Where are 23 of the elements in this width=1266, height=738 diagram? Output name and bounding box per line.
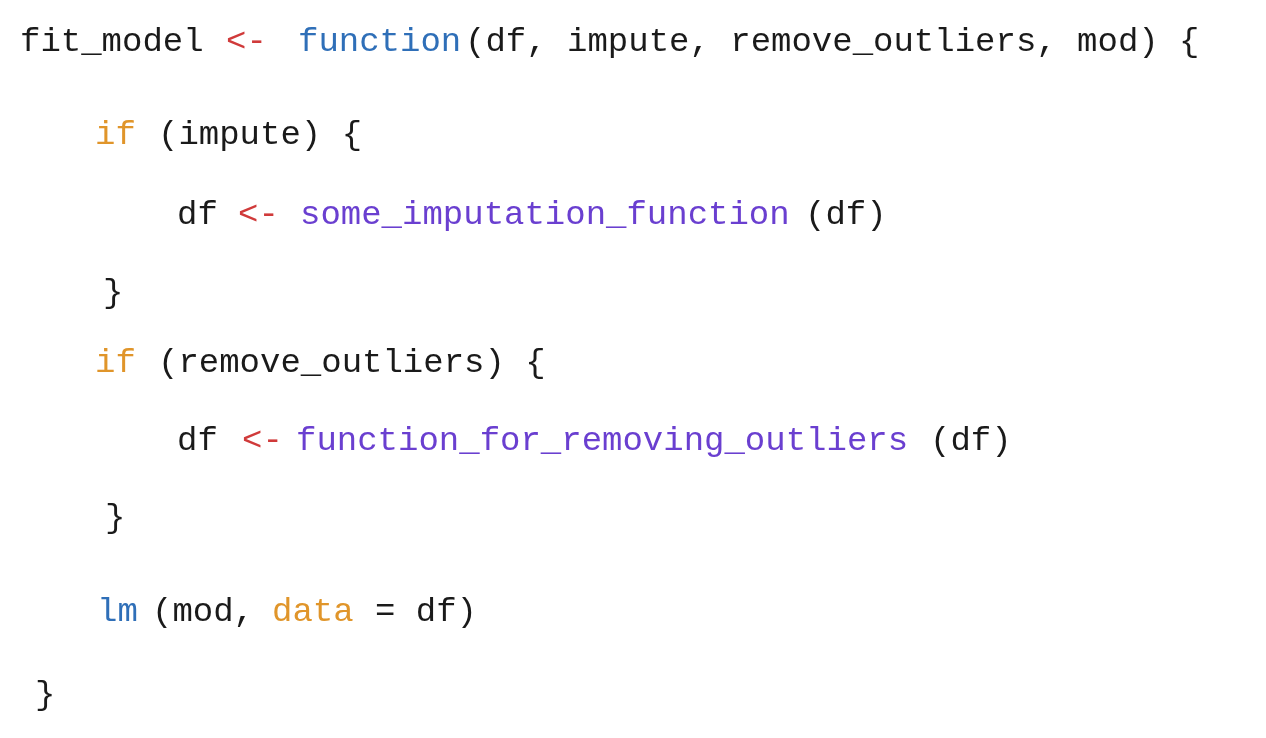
code-text: (df) [805,195,887,235]
code-text: } [103,273,124,313]
code-text: <- [226,22,267,62]
code-text: df [177,195,218,235]
code-text: function_for_removing_outliers [296,421,909,461]
code-text: data [272,592,354,632]
code-text: some_imputation_function [300,195,790,235]
code-text: (mod, [152,592,255,632]
code-text: } [105,498,126,538]
code-text: df [177,421,218,461]
code-text: = df) [375,592,478,632]
code-text: fit_model [20,22,204,62]
code-text: } [35,675,56,715]
code-text: (impute) { [158,115,363,155]
code-text: (df, impute, remove_outliers, mod) { [465,22,1200,62]
code-text: lm [97,592,138,632]
code-text: if [95,343,136,383]
code-text: (df) [930,421,1012,461]
code-text: <- [238,195,279,235]
code-text: (remove_outliers) { [158,343,546,383]
code-text: if [95,115,136,155]
code-text: <- [242,421,283,461]
code-text: function [298,22,462,62]
